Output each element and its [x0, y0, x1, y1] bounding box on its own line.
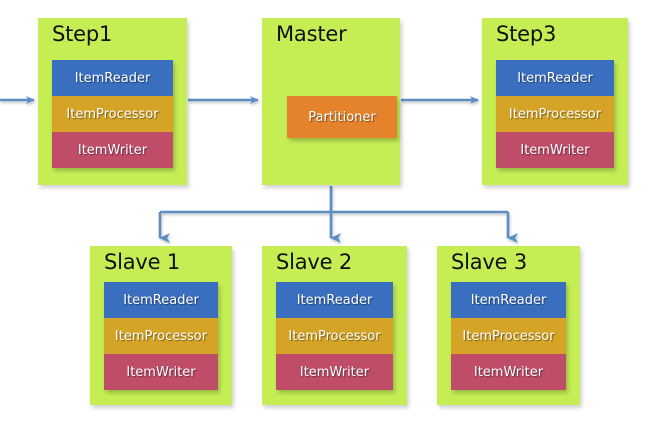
lane-item-reader[interactable]: ItemReader	[496, 60, 614, 96]
node-master-title: Master	[276, 22, 347, 46]
node-slave3-lanes: ItemReader ItemProcessor ItemWriter	[451, 282, 566, 390]
node-step1-lanes: ItemReader ItemProcessor ItemWriter	[52, 60, 173, 168]
node-step3-lanes: ItemReader ItemProcessor ItemWriter	[496, 60, 614, 168]
node-slave3[interactable]: Slave 3 ItemReader ItemProcessor ItemWri…	[437, 246, 580, 405]
lane-item-writer[interactable]: ItemWriter	[276, 354, 393, 390]
node-slave2-lanes: ItemReader ItemProcessor ItemWriter	[276, 282, 393, 390]
node-slave1[interactable]: Slave 1 ItemReader ItemProcessor ItemWri…	[90, 246, 232, 405]
lane-item-processor[interactable]: ItemProcessor	[104, 318, 218, 354]
node-step1-title: Step1	[52, 22, 113, 46]
node-slave2-title: Slave 2	[276, 250, 353, 274]
node-slave1-lanes: ItemReader ItemProcessor ItemWriter	[104, 282, 218, 390]
lane-item-writer[interactable]: ItemWriter	[451, 354, 566, 390]
lane-item-reader[interactable]: ItemReader	[451, 282, 566, 318]
lane-item-processor[interactable]: ItemProcessor	[451, 318, 566, 354]
partitioner-block[interactable]: Partitioner	[287, 96, 397, 138]
node-slave3-title: Slave 3	[451, 250, 528, 274]
lane-item-writer[interactable]: ItemWriter	[496, 132, 614, 168]
node-step1[interactable]: Step1 ItemReader ItemProcessor ItemWrite…	[38, 18, 187, 185]
node-step3-title: Step3	[496, 22, 557, 46]
lane-item-reader[interactable]: ItemReader	[52, 60, 173, 96]
node-step3[interactable]: Step3 ItemReader ItemProcessor ItemWrite…	[482, 18, 628, 185]
node-slave1-title: Slave 1	[104, 250, 181, 274]
lane-item-reader[interactable]: ItemReader	[104, 282, 218, 318]
lane-item-writer[interactable]: ItemWriter	[52, 132, 173, 168]
lane-item-processor[interactable]: ItemProcessor	[276, 318, 393, 354]
lane-item-writer[interactable]: ItemWriter	[104, 354, 218, 390]
lane-item-processor[interactable]: ItemProcessor	[52, 96, 173, 132]
node-master[interactable]: Master Partitioner	[262, 18, 400, 185]
lane-item-processor[interactable]: ItemProcessor	[496, 96, 614, 132]
lane-item-reader[interactable]: ItemReader	[276, 282, 393, 318]
node-slave2[interactable]: Slave 2 ItemReader ItemProcessor ItemWri…	[262, 246, 407, 405]
